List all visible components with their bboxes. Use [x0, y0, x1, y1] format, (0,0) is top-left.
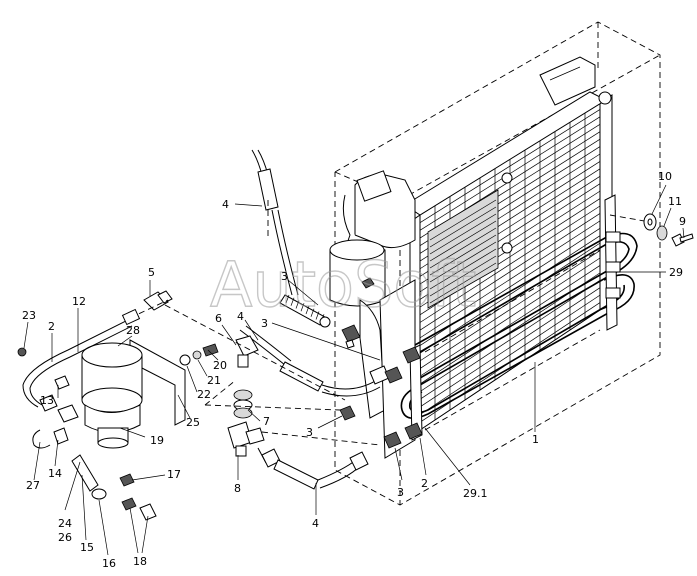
- callout-label: 3: [306, 426, 313, 439]
- leader-lines: [23, 184, 685, 556]
- hose-lower: [257, 447, 369, 490]
- drawing-stroke: [429, 206, 497, 248]
- callout-label: 21: [207, 374, 221, 387]
- oil-cooler-coil: [400, 194, 638, 441]
- watermark: AutoSoft: [210, 248, 476, 321]
- drawing-stroke: [429, 241, 497, 283]
- callout-label: 7: [263, 415, 270, 428]
- callout-label: 18: [133, 555, 147, 568]
- fittings-radiator: [339, 324, 423, 449]
- callout-label: 19: [150, 434, 164, 447]
- callout-label: 6: [215, 312, 222, 325]
- drawing-stroke: [315, 311, 320, 320]
- bolt-stack: [643, 213, 694, 247]
- callout-label: 24: [58, 517, 72, 530]
- callout-label: 22: [197, 388, 211, 401]
- callout-labels: 4 3 3 4 6 5 12 23 2 28 20 21 22 13 19 25…: [22, 170, 686, 570]
- callout-label: 28: [126, 324, 140, 337]
- callout-label: 23: [22, 309, 36, 322]
- drawing-stroke: [285, 294, 290, 304]
- drawing-stroke: [429, 248, 497, 290]
- drawing-stroke: [310, 308, 315, 317]
- callout-label: 29: [669, 266, 683, 279]
- callout-label: 4: [237, 310, 244, 323]
- drawing-stroke: [429, 227, 497, 269]
- callout-label: 20: [213, 359, 227, 372]
- drawing-stroke: [429, 213, 497, 255]
- drawing-stroke: [300, 303, 305, 312]
- callout-label: 16: [102, 557, 116, 570]
- callout-label: 14: [48, 467, 62, 480]
- callout-label: 26: [58, 531, 72, 544]
- drawing-stroke: [429, 199, 497, 241]
- radiator-core: [404, 56, 613, 437]
- side-tank: [329, 170, 416, 459]
- callout-label: 3: [281, 270, 288, 283]
- drawing-stroke: [429, 262, 497, 304]
- callout-label: 8: [234, 482, 241, 495]
- callout-label: 12: [72, 295, 86, 308]
- callout-label: 9: [679, 215, 686, 228]
- callout-label: 2: [48, 320, 55, 333]
- callout-label: 4: [312, 517, 319, 530]
- callout-label: 5: [148, 266, 155, 279]
- drawing-stroke: [305, 305, 310, 315]
- callout-label: 13: [40, 394, 54, 407]
- air-dryer-assembly: [17, 308, 219, 521]
- callout-label: 17: [167, 468, 181, 481]
- callout-label: 29.1: [463, 487, 488, 500]
- guide-lines: [129, 200, 651, 446]
- callout-label: 11: [668, 195, 682, 208]
- fittings-center: [143, 290, 265, 457]
- callout-label: 3: [397, 486, 404, 499]
- drawing-stroke: [295, 300, 300, 309]
- hose-upper: [251, 149, 331, 328]
- callout-label: 27: [26, 479, 40, 492]
- drawing-stroke: [429, 220, 497, 262]
- drawing-stroke: [429, 255, 497, 297]
- callout-label: 4: [222, 198, 229, 211]
- callout-label: 3: [261, 317, 268, 330]
- drawing-stroke: [429, 234, 497, 276]
- callout-label: 15: [80, 541, 94, 554]
- callout-label: 2: [421, 477, 428, 490]
- callout-label: 1: [532, 433, 539, 446]
- callout-label: 10: [658, 170, 672, 183]
- callout-label: 25: [186, 416, 200, 429]
- drawing-stroke: [290, 297, 295, 306]
